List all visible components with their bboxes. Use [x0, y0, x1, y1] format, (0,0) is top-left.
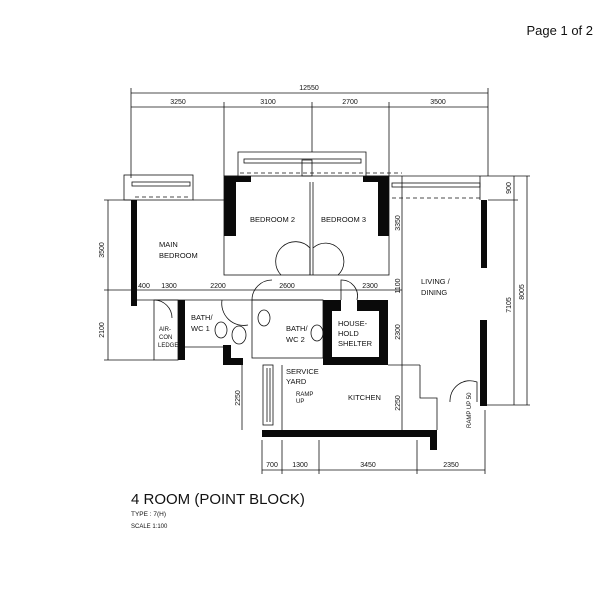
- top-dimensions: 12550 3250 3100 2700 3500: [130, 85, 489, 178]
- dim-bottom-4: 2350: [443, 462, 459, 469]
- dim-top-1: 3250: [170, 99, 186, 106]
- room-labels: MAIN BEDROOM BEDROOM 2 BEDROOM 3 LIVING …: [158, 215, 473, 428]
- dim-mid-1: 400: [138, 283, 150, 290]
- walls: [131, 176, 487, 450]
- plan-type: TYPE : 7(H): [131, 511, 166, 518]
- living-ledge: [389, 175, 488, 200]
- label-bath1-2: WC 1: [191, 324, 210, 333]
- room-outlines: [137, 175, 478, 430]
- bottom-dimensions: 700 1300 3450 2350: [261, 410, 486, 474]
- dim-center-2: 1100: [395, 278, 402, 293]
- dim-mid-5: 2300: [362, 283, 378, 290]
- dim-bottom-2: 1300: [292, 462, 308, 469]
- label-bedroom-3: BEDROOM 3: [321, 215, 366, 224]
- dim-center-4: 2250: [395, 395, 402, 411]
- label-main-bedroom-2: BEDROOM: [159, 251, 198, 260]
- label-bedroom-2: BEDROOM 2: [250, 215, 295, 224]
- dim-top-2: 3100: [260, 99, 276, 106]
- middle-dimensions: 400 1300 2200 2600 2300: [104, 283, 402, 291]
- title-block: 4 ROOM (POINT BLOCK) TYPE : 7(H) SCALE 1…: [131, 491, 305, 530]
- label-aircon-3: LEDGE: [158, 343, 178, 349]
- dim-top-3: 2700: [342, 99, 358, 106]
- page-number: Page 1 of 2: [526, 23, 594, 38]
- dim-center-3: 2300: [395, 324, 402, 340]
- vertical-dimensions: 3500 2100 3350 1100 2300 2250 2250 900 7…: [99, 175, 530, 430]
- label-ramp-50: RAMP UP 50: [467, 392, 473, 428]
- dim-bottom-1: 700: [266, 462, 278, 469]
- label-living-1: LIVING /: [421, 277, 451, 286]
- dim-bottom-3: 3450: [360, 462, 376, 469]
- bedroom-ledge: [224, 151, 402, 177]
- label-aircon-2: CON: [159, 335, 172, 341]
- label-shelter-3: SHELTER: [338, 339, 373, 348]
- dim-right-1: 900: [506, 182, 513, 194]
- label-service-1: SERVICE: [286, 367, 319, 376]
- label-aircon-1: AIR-: [159, 327, 171, 333]
- plan-title: 4 ROOM (POINT BLOCK): [131, 491, 305, 508]
- label-bath2-1: BATH/: [286, 324, 308, 333]
- label-main-bedroom-1: MAIN: [159, 240, 178, 249]
- label-shelter-2: HOLD: [338, 329, 359, 338]
- label-ramp-2: UP: [296, 399, 304, 405]
- dim-mid-2: 1300: [161, 283, 177, 290]
- main-bedroom-ledge: [123, 174, 224, 201]
- dim-top-4: 3500: [430, 99, 446, 106]
- dim-right-2: 7105: [506, 297, 513, 313]
- label-kitchen: KITCHEN: [348, 393, 381, 402]
- label-bath2-2: WC 2: [286, 335, 305, 344]
- dim-overall: 12550: [299, 85, 319, 92]
- label-living-2: DINING: [421, 288, 447, 297]
- dim-right-3: 8005: [519, 284, 526, 300]
- label-bath1-1: BATH/: [191, 313, 213, 322]
- label-shelter-1: HOUSE-: [338, 319, 368, 328]
- dim-mid-3: 2200: [210, 283, 226, 290]
- label-service-2: YARD: [286, 377, 307, 386]
- dim-center-1: 3350: [395, 215, 402, 231]
- plan-scale: SCALE 1:100: [131, 524, 168, 530]
- dim-mid-4: 2600: [279, 283, 295, 290]
- label-ramp-1: RAMP: [296, 392, 313, 398]
- dim-left-2: 2100: [99, 322, 106, 338]
- dim-left-lower: 2250: [235, 390, 242, 406]
- dim-left-1: 3500: [99, 242, 106, 258]
